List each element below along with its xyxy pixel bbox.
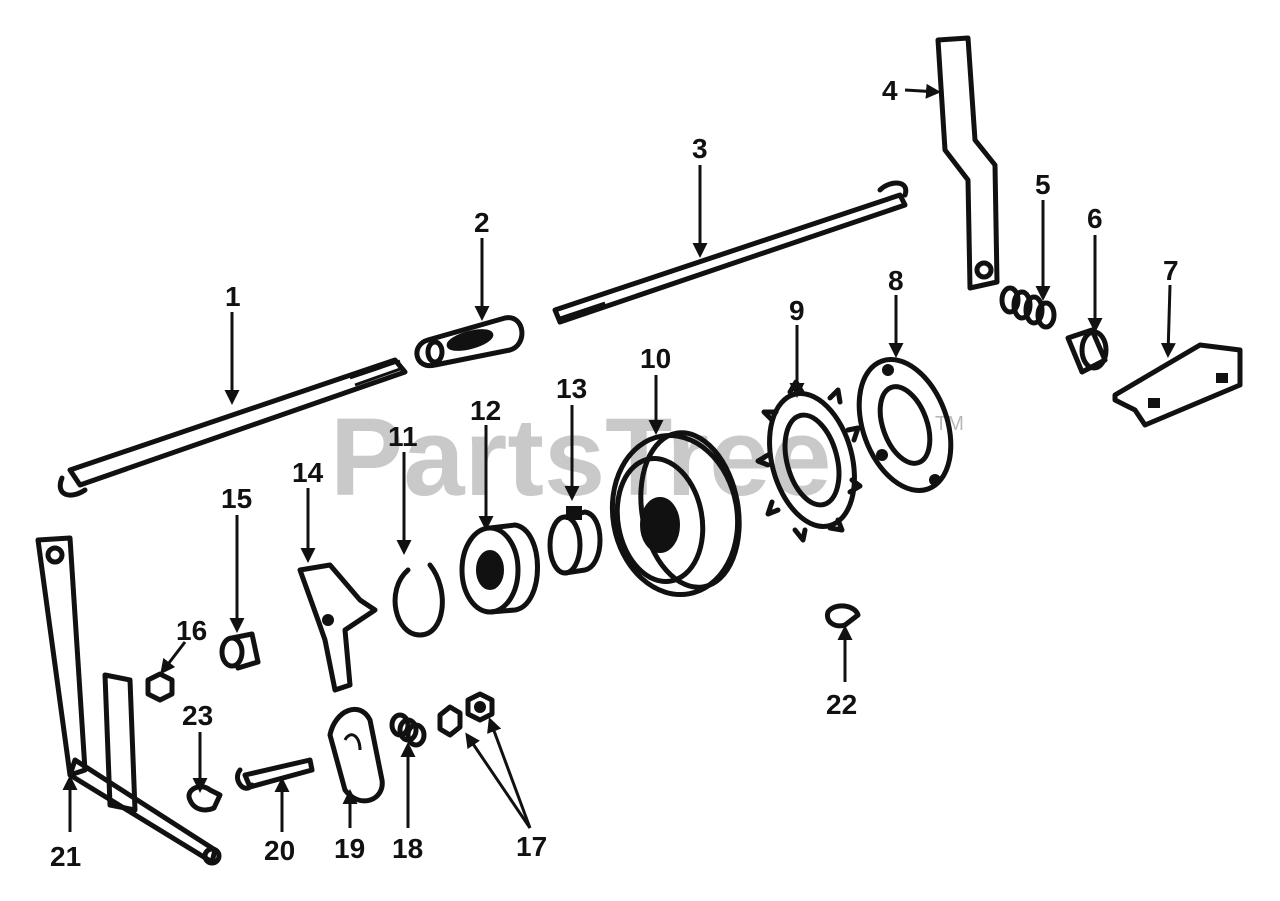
callout-10: 10 — [640, 343, 671, 374]
callout-2: 2 — [474, 207, 490, 238]
part-15-bushing — [219, 631, 261, 671]
callout-17: 17 — [516, 831, 547, 862]
part-22-clip — [824, 603, 861, 629]
callout-15: 15 — [221, 483, 252, 514]
callout-11: 11 — [388, 421, 418, 452]
callout-9: 9 — [789, 295, 805, 326]
callout-5: 5 — [1035, 169, 1051, 200]
watermark: PartsTree — [330, 396, 831, 519]
part-14-fork — [297, 562, 378, 693]
callout-20: 20 — [264, 835, 295, 866]
part-8-flange — [856, 357, 954, 493]
part-1-rod — [57, 357, 408, 498]
part-23-clamp — [186, 784, 223, 813]
part-19-knob — [327, 706, 385, 804]
callout-12: 12 — [470, 395, 501, 426]
callout-8: 8 — [888, 265, 904, 296]
callout-19: 19 — [334, 833, 365, 864]
callout-3: 3 — [692, 133, 708, 164]
callout-4: 4 — [882, 75, 898, 106]
callout-labels: 1 2 3 4 5 6 7 8 9 10 11 12 13 14 15 16 1… — [50, 75, 1179, 872]
part-6-bushing — [1065, 327, 1109, 375]
part-20-bolt — [235, 757, 315, 791]
part-10-pulley — [609, 430, 742, 598]
part-16-nut — [145, 671, 175, 703]
callout-23: 23 — [182, 700, 213, 731]
part-21-lever — [35, 535, 222, 866]
part-7-bracket — [1112, 342, 1243, 428]
part-11-snap-ring — [392, 562, 445, 638]
callout-18: 18 — [392, 833, 423, 864]
callout-1: 1 — [225, 281, 241, 312]
callout-22: 22 — [826, 689, 857, 720]
callout-7: 7 — [1163, 255, 1179, 286]
part-5-spring — [999, 285, 1057, 330]
part-9-sprocket — [755, 379, 863, 543]
callout-16: 16 — [176, 615, 207, 646]
part-18-spring — [389, 712, 427, 748]
part-4-arm — [935, 35, 1000, 291]
part-12-bearing — [459, 522, 540, 615]
part-2-turnbuckle — [414, 315, 525, 369]
part-3-rod — [552, 180, 909, 325]
callout-14: 14 — [292, 457, 324, 488]
leader-lines — [62, 83, 1176, 832]
part-17-nuts — [437, 691, 495, 738]
part-13-collar — [547, 506, 603, 576]
callout-6: 6 — [1087, 203, 1103, 234]
callout-21: 21 — [50, 841, 81, 872]
callout-13: 13 — [556, 373, 587, 404]
